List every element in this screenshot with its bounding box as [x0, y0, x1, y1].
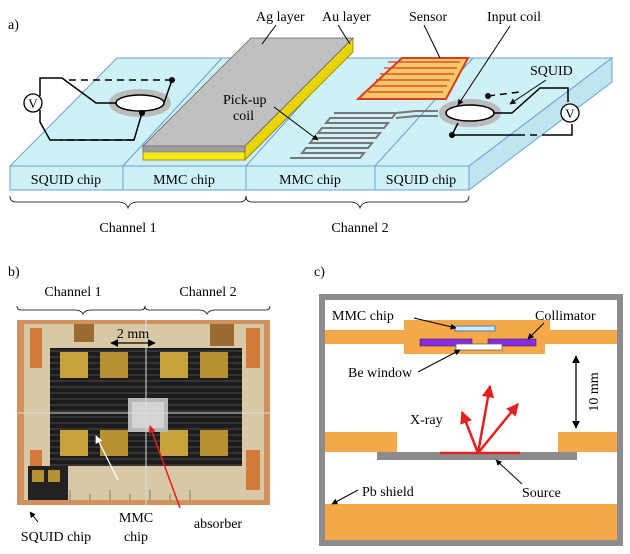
- be-window: [455, 343, 503, 351]
- label-ag-layer: Ag layer: [256, 10, 305, 25]
- mmc-chip-c: [454, 325, 496, 332]
- panel-c-letter: c): [314, 265, 325, 280]
- scale-label: 2 mm: [117, 327, 149, 342]
- middle-lead-right: [558, 432, 617, 452]
- label-pickup-1: Pick-up: [223, 93, 267, 108]
- label-pickup-2: coil: [233, 109, 254, 124]
- channel-1-brace: [9, 195, 247, 210]
- channel-1-label: Channel 1: [99, 221, 156, 236]
- ag-layer-front: [142, 145, 246, 153]
- absorber-block: [142, 37, 354, 161]
- label-xray: X-ray: [410, 413, 443, 428]
- panel-a: a) SQUID chip MMC chip MMC chip SQUID ch…: [8, 10, 614, 236]
- panel-b: b) Channel 1 Channel 2: [8, 265, 271, 545]
- panel-b-letter: b): [8, 265, 20, 280]
- label-sensor: Sensor: [409, 10, 447, 25]
- label-squid: SQUID: [530, 64, 573, 79]
- b-channel-1-brace: [16, 305, 146, 315]
- label-squid-chip: SQUID chip: [21, 530, 91, 545]
- chip-label-1: SQUID chip: [31, 173, 101, 188]
- squid-chip-2-front: [374, 165, 470, 191]
- b-channel-1-label: Channel 1: [44, 285, 101, 300]
- label-distance: 10 mm: [587, 372, 602, 411]
- collimator-right: [487, 338, 537, 347]
- collimator-left: [419, 338, 473, 347]
- label-pb-shield: Pb shield: [362, 485, 414, 500]
- chip-label-2: MMC chip: [153, 173, 215, 188]
- chip-label-4: SQUID chip: [386, 173, 456, 188]
- voltmeter-2: [560, 103, 580, 123]
- channel-2-brace: [245, 195, 470, 210]
- label-source: Source: [522, 486, 561, 501]
- label-input-coil: Input coil: [487, 10, 541, 25]
- voltmeter-1-label: V: [28, 96, 38, 111]
- squid-2: V: [439, 87, 580, 138]
- label-mmc-2: chip: [124, 530, 148, 545]
- voltmeter-1: [23, 93, 43, 113]
- channel-2-label: Channel 2: [331, 221, 388, 236]
- panel-c: c) 10 mm MMC chip Collim: [314, 265, 623, 546]
- b-channel-2-label: Channel 2: [179, 285, 236, 300]
- bottom-lead-layer: [325, 504, 617, 540]
- squid-1: V: [23, 77, 175, 141]
- label-be-window: Be window: [348, 366, 413, 381]
- panel-a-letter: a): [8, 18, 19, 33]
- label-collimator: Collimator: [535, 309, 596, 324]
- mmc-chip-1-front: [122, 165, 247, 191]
- chip-photo: [17, 320, 270, 505]
- source-plate: [377, 452, 577, 460]
- chip-label-3: MMC chip: [279, 173, 341, 188]
- sensor: [355, 57, 470, 100]
- voltmeter-2-label: V: [565, 106, 575, 121]
- pickup-coil: [290, 110, 438, 159]
- mmc-chip-2-front: [245, 165, 376, 191]
- label-mmc-1: MMC: [119, 511, 153, 526]
- label-mmc-chip-c: MMC chip: [332, 309, 394, 324]
- label-au-layer: Au layer: [322, 10, 371, 25]
- middle-lead-left: [325, 432, 397, 452]
- label-absorber: absorber: [194, 517, 243, 532]
- xray-arrows: [460, 384, 519, 454]
- b-channel-2-brace: [144, 305, 271, 315]
